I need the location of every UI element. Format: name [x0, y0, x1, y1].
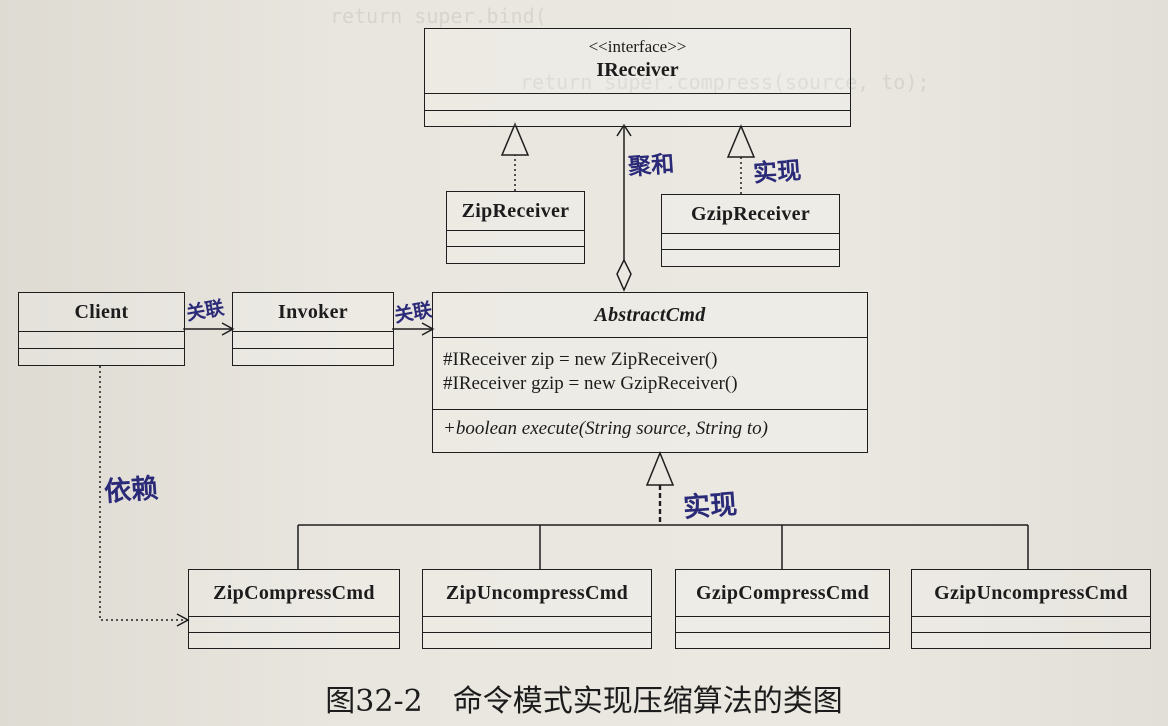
- class-abstract-cmd[interactable]: AbstractCmd #IReceiver zip = new ZipRece…: [432, 292, 868, 453]
- gzip-receiver-attributes: [662, 233, 839, 249]
- class-zip-compress-cmd[interactable]: ZipCompressCmd: [188, 569, 400, 649]
- handwritten-aggregation: 聚和: [627, 151, 676, 181]
- gzip-receiver-operations: [662, 249, 839, 250]
- realization-triangle-cmds: [645, 451, 675, 486]
- zip-receiver-attributes: [447, 230, 584, 246]
- class-zip-receiver[interactable]: ZipReceiver: [446, 191, 585, 264]
- gzip-uncompress-cmd-name: GzipUncompressCmd: [934, 582, 1128, 604]
- ghost-code-line-1: return super.bind(: [330, 4, 547, 28]
- abstract-cmd-op-execute: +boolean execute(String source, String t…: [443, 418, 769, 439]
- zip-uncompress-cmd-attributes: [423, 616, 651, 632]
- abstract-cmd-operations: +boolean execute(String source, String t…: [433, 409, 867, 448]
- gzip-compress-cmd-name: GzipCompressCmd: [695, 582, 870, 604]
- zip-receiver-name: ZipReceiver: [461, 200, 570, 222]
- zip-compress-cmd-operations: [189, 632, 399, 633]
- abstract-cmd-name: AbstractCmd: [594, 304, 706, 326]
- invoker-name: Invoker: [278, 301, 348, 323]
- ireceiver-attributes: [425, 93, 850, 110]
- ghost-code-line-2: return super.compress(source, to);: [520, 70, 930, 94]
- figure-caption: 图32-2 命令模式实现压缩算法的类图: [325, 684, 843, 719]
- ireceiver-operations: [425, 110, 850, 111]
- gzip-uncompress-cmd-attributes: [912, 616, 1150, 632]
- client-operations: [19, 348, 184, 349]
- realization-triangle-zip-receiver: [500, 122, 530, 156]
- zip-receiver-operations: [447, 246, 584, 247]
- zip-compress-cmd-name: ZipCompressCmd: [213, 582, 375, 604]
- realization-triangle-gzip-receiver: [726, 124, 756, 158]
- invoker-attributes: [233, 331, 393, 348]
- class-gzip-compress-cmd[interactable]: GzipCompressCmd: [675, 569, 890, 649]
- aggregation-diamond: [616, 258, 632, 292]
- handwritten-realize-cmds: 实现: [682, 489, 739, 524]
- ireceiver-name: IReceiver: [596, 59, 679, 81]
- abstract-cmd-attr-gzip: #IReceiver gzip = new GzipReceiver(): [443, 373, 738, 394]
- gzip-receiver-name: GzipReceiver: [690, 203, 811, 225]
- class-gzip-receiver[interactable]: GzipReceiver: [661, 194, 840, 267]
- zip-compress-cmd-attributes: [189, 616, 399, 632]
- gzip-compress-cmd-attributes: [676, 616, 889, 632]
- ireceiver-stereotype: <<interface>>: [588, 37, 687, 56]
- class-invoker[interactable]: Invoker: [232, 292, 394, 366]
- abstract-cmd-attributes: #IReceiver zip = new ZipReceiver() #IRec…: [433, 337, 867, 409]
- zip-uncompress-cmd-operations: [423, 632, 651, 633]
- zip-uncompress-cmd-name: ZipUncompressCmd: [445, 582, 629, 604]
- invoker-operations: [233, 348, 393, 349]
- class-gzip-uncompress-cmd[interactable]: GzipUncompressCmd: [911, 569, 1151, 649]
- class-client[interactable]: Client: [18, 292, 185, 366]
- client-name: Client: [74, 301, 129, 323]
- association-arrowhead-invoker-cmd: [421, 322, 435, 336]
- association-arrowhead-client-invoker: [221, 322, 235, 336]
- dependency-line: [99, 366, 187, 621]
- abstract-cmd-attr-zip: #IReceiver zip = new ZipReceiver(): [443, 349, 718, 370]
- gzip-compress-cmd-operations: [676, 632, 889, 633]
- handwritten-realize-gzip: 实现: [752, 156, 803, 188]
- gzip-uncompress-cmd-operations: [912, 632, 1150, 633]
- class-ireceiver[interactable]: <<interface>> IReceiver: [424, 28, 851, 127]
- handwritten-dependency: 依赖: [103, 473, 160, 508]
- class-zip-uncompress-cmd[interactable]: ZipUncompressCmd: [422, 569, 652, 649]
- client-attributes: [19, 331, 184, 348]
- aggregation-arrowhead: [616, 123, 632, 137]
